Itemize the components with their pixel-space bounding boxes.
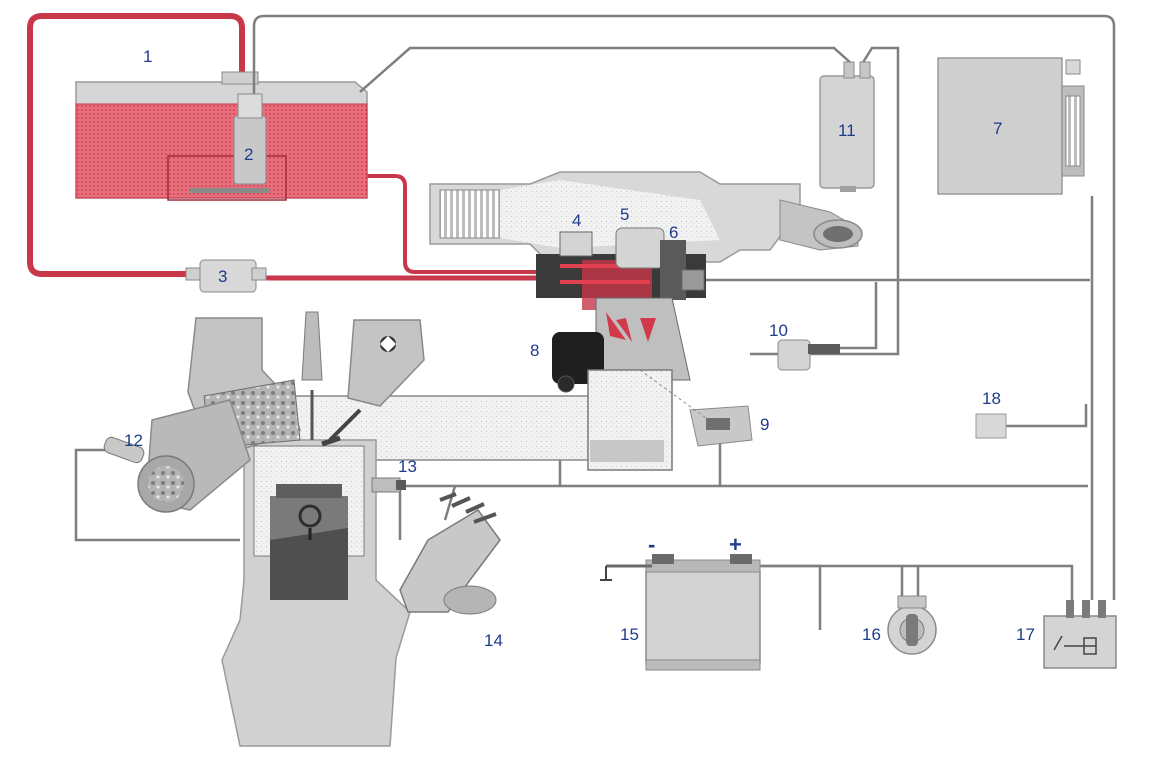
canister bbox=[819, 61, 875, 192]
injection-unit bbox=[536, 227, 706, 381]
temperature-sensor bbox=[975, 413, 1007, 439]
label-13: 13 bbox=[398, 457, 417, 476]
label-3: 3 bbox=[218, 267, 228, 286]
label-4: 4 bbox=[572, 211, 582, 230]
air-filter-housing bbox=[429, 171, 863, 263]
fuel-pump bbox=[233, 93, 267, 185]
label-7: 7 bbox=[993, 119, 1003, 138]
relay bbox=[1043, 600, 1117, 669]
label-6: 6 bbox=[669, 223, 679, 242]
label-18: 18 bbox=[982, 389, 1001, 408]
engine-block bbox=[221, 439, 411, 747]
fuel-pressure-line bbox=[285, 174, 570, 274]
fuel-return-loop bbox=[27, 13, 245, 277]
wiring bbox=[74, 14, 1116, 630]
battery-plus-label: + bbox=[729, 532, 742, 557]
throttle-switch bbox=[639, 369, 753, 447]
label-5: 5 bbox=[620, 205, 630, 224]
label-2: 2 bbox=[244, 145, 254, 164]
fuel-filter bbox=[185, 259, 267, 293]
label-1: 1 bbox=[143, 47, 153, 66]
ignition-switch bbox=[887, 595, 937, 655]
fuel-tank bbox=[75, 71, 368, 201]
fuel-lines bbox=[27, 13, 570, 281]
ignition-distributor bbox=[399, 492, 501, 615]
pressure-sensor bbox=[777, 339, 840, 371]
label-17: 17 bbox=[1016, 625, 1035, 644]
coolant-sensor bbox=[371, 477, 406, 493]
battery bbox=[600, 554, 761, 671]
label-10: 10 bbox=[769, 321, 788, 340]
battery-minus-label: - bbox=[648, 532, 656, 557]
label-15: 15 bbox=[620, 625, 639, 644]
exhaust-pipe bbox=[103, 399, 251, 513]
label-12: 12 bbox=[124, 431, 143, 450]
label-9: 9 bbox=[760, 415, 770, 434]
label-16: 16 bbox=[862, 625, 881, 644]
label-11: 11 bbox=[838, 121, 856, 140]
label-8: 8 bbox=[530, 341, 540, 360]
label-14: 14 bbox=[484, 631, 503, 650]
control-unit bbox=[937, 57, 1085, 195]
